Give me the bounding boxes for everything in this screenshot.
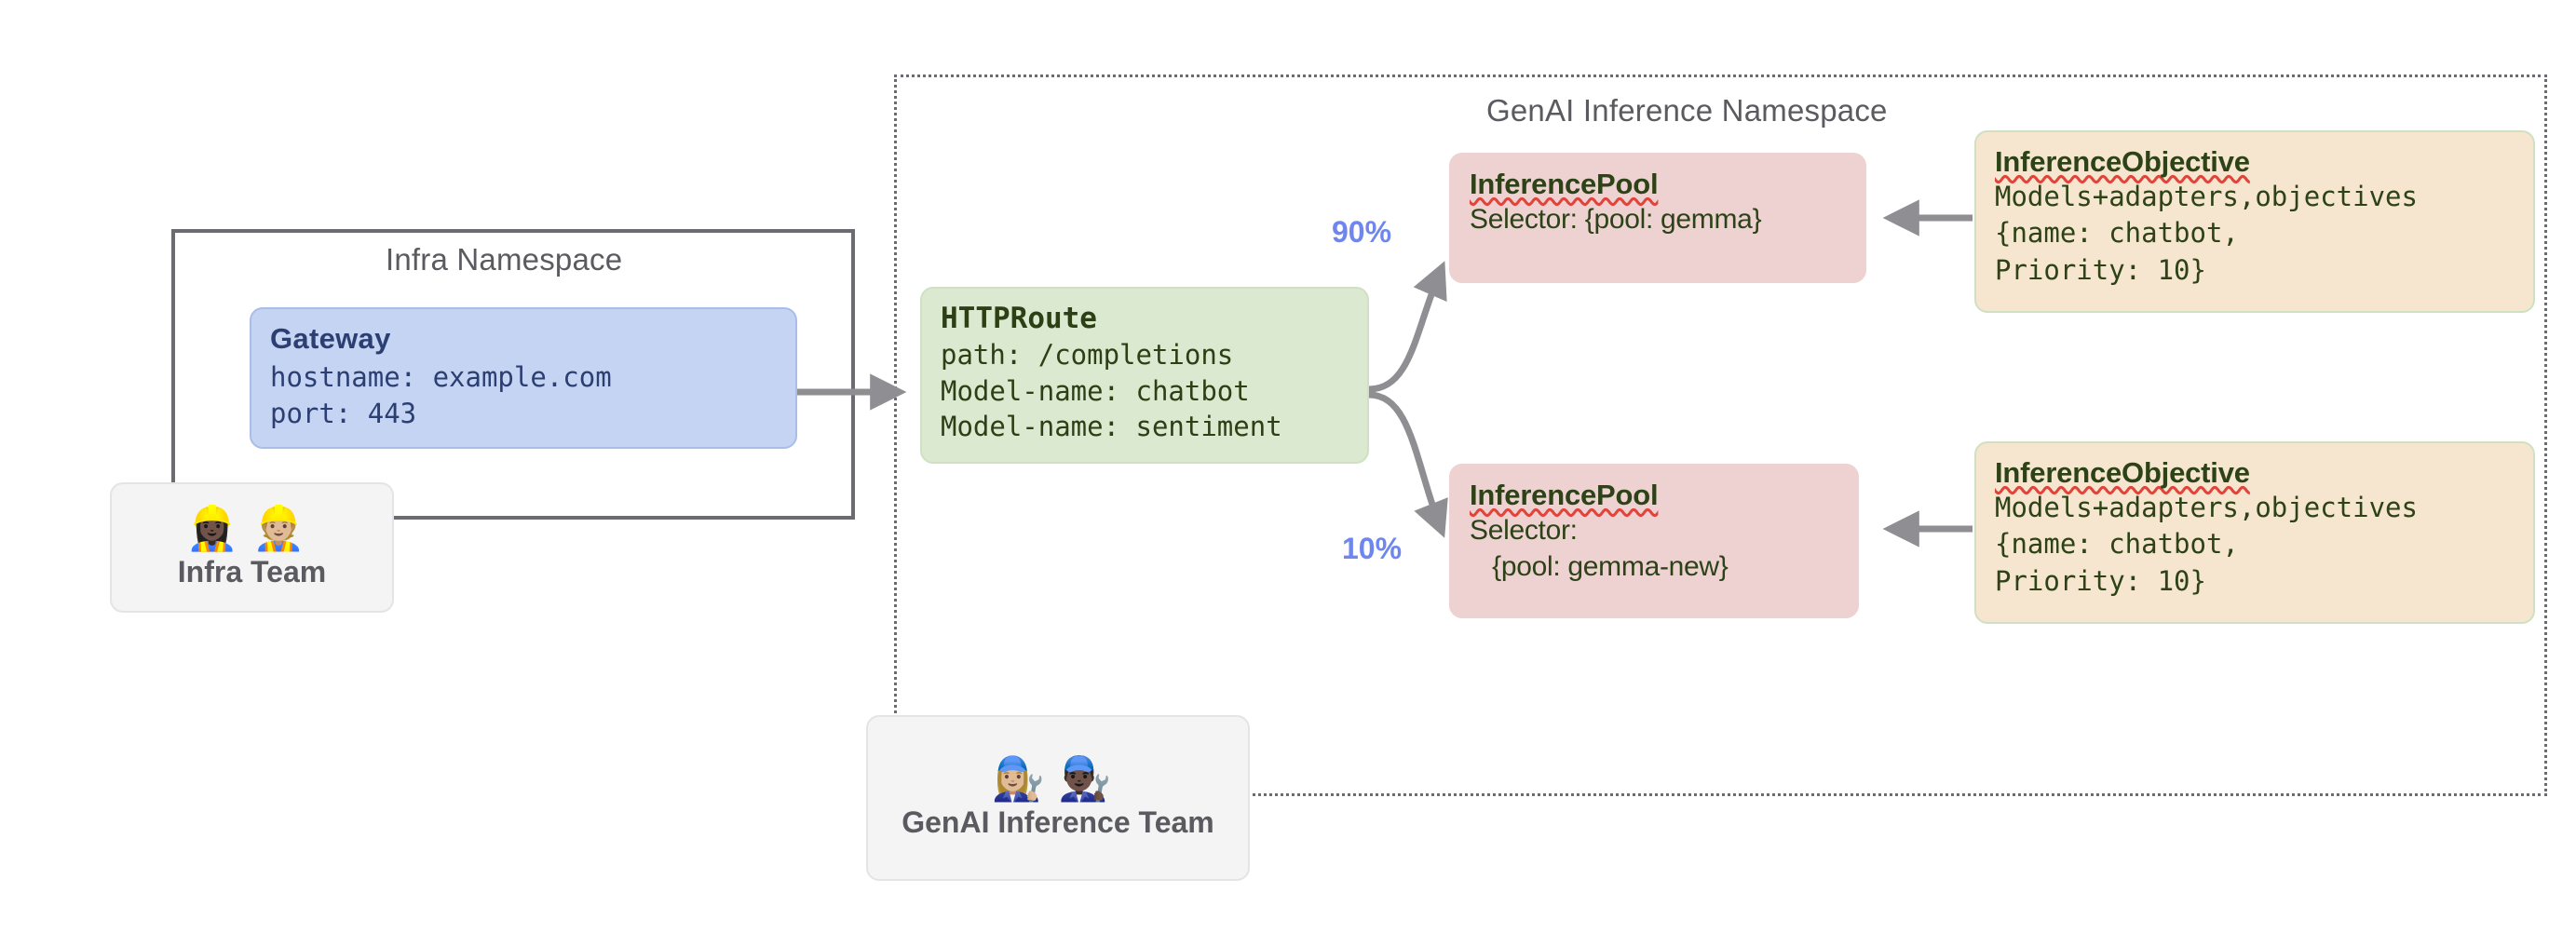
inferenceobjective-top-name: {name: chatbot, [1995,217,2239,250]
infra-team-label: Infra Team [177,554,327,588]
inferenceobjective-top-title: InferenceObjective [1995,145,2250,178]
genai-inference-namespace-container [894,74,2547,796]
inferencepool-gemma-selector: Selector: {pool: gemma} [1470,204,1762,235]
httproute-node[interactable]: HTTPRoute path: /completions Model-name:… [920,287,1369,464]
infra-team-card[interactable]: 👷🏿‍♀️👷🏼 Infra Team [110,482,394,613]
inferenceobjective-bottom-node[interactable]: InferenceObjective Models+adapters,objec… [1974,441,2535,624]
gateway-hostname: hostname: example.com [270,361,612,393]
inferenceobjective-top-priority: Priority: 10} [1995,253,2206,286]
inferencepool-gemma-new-title: InferencePool [1470,479,1659,511]
edge-weight-90-label: 90% [1332,215,1392,249]
infra-team-avatars: 👷🏿‍♀️👷🏼 [185,502,319,553]
httproute-path: path: /completions [941,339,1234,371]
inferenceobjective-bottom-priority: Priority: 10} [1995,564,2206,597]
httproute-title: HTTPRoute [941,302,1097,335]
infra-namespace-container [171,229,855,520]
inferenceobjective-bottom-models: Models+adapters,objectives [1995,492,2418,523]
inferencepool-gemma-new-node[interactable]: InferencePool Selector: {pool: gemma-new… [1449,464,1859,618]
inferenceobjective-bottom-name: {name: chatbot, [1995,528,2239,561]
edge-weight-10-label: 10% [1342,532,1403,565]
gateway-title: Gateway [270,322,391,355]
inferencepool-gemma-new-selector: Selector: [1470,515,1578,546]
genai-inference-team-card[interactable]: 👩🏼‍🔧👨🏿‍🔧 GenAI Inference Team [866,715,1250,881]
httproute-model-name-chatbot: Model-name: chatbot [941,374,1250,407]
inferencepool-gemma-new-selector-value: {pool: gemma-new} [1470,551,1729,582]
genai-inference-namespace-title: GenAI Inference Namespace [1486,93,1888,128]
inferenceobjective-bottom-title: InferenceObjective [1995,456,2250,489]
httproute-model-name-sentiment: Model-name: sentiment [941,411,1282,443]
gateway-node[interactable]: Gateway hostname: example.com port: 443 [250,307,797,449]
inferenceobjective-top-models: Models+adapters,objectives [1995,181,2418,212]
gateway-port: port: 443 [270,398,417,430]
genai-inference-team-avatars: 👩🏼‍🔧👨🏿‍🔧 [991,752,1125,804]
inferencepool-gemma-node[interactable]: InferencePool Selector: {pool: gemma} [1449,153,1866,283]
genai-inference-team-label: GenAI Inference Team [902,805,1214,839]
inferencepool-gemma-title: InferencePool [1470,168,1659,200]
inferenceobjective-top-node[interactable]: InferenceObjective Models+adapters,objec… [1974,130,2535,313]
infra-namespace-title: Infra Namespace [386,242,623,277]
